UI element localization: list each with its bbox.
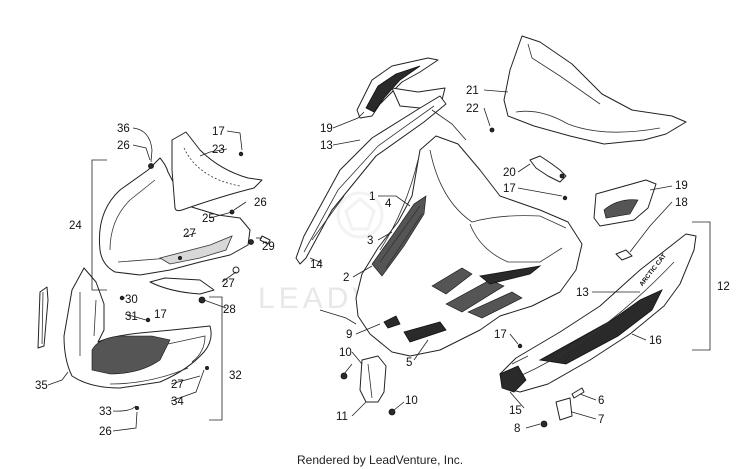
windshield-bracket (529, 155, 567, 183)
callout-26-top: 26 (117, 140, 130, 152)
callout-23: 23 (212, 144, 225, 156)
right-side-panel (499, 233, 697, 393)
callout-17-left: 17 (154, 309, 167, 321)
callout-14: 14 (310, 259, 323, 271)
washer-22 (489, 127, 495, 133)
callout-9: 9 (346, 329, 352, 341)
callout-24: 24 (69, 220, 82, 232)
belly-pan-mesh (91, 335, 171, 375)
callout-21: 21 (466, 85, 479, 97)
nut-10-upper (340, 372, 348, 380)
screw-17-lower (145, 317, 151, 323)
rivet-36 (148, 163, 154, 169)
callout-4: 4 (385, 198, 392, 210)
callout-10-upper: 10 (339, 347, 352, 359)
callout-27-top: 27 (183, 228, 196, 240)
nut-8 (540, 420, 548, 428)
side-strip-35 (37, 286, 49, 349)
callout-12: 12 (717, 281, 730, 293)
callout-8: 8 (514, 423, 520, 435)
bolt-6 (571, 387, 585, 399)
screw-29-head (248, 239, 254, 245)
callout-27-bottom: 27 (171, 379, 184, 391)
callout-17-panel: 17 (494, 329, 507, 341)
callout-2: 2 (343, 272, 349, 284)
screw-17-panel (517, 343, 523, 349)
callout-5: 5 (406, 357, 412, 369)
callout-31: 31 (125, 311, 138, 323)
callout-27-mid: 27 (222, 278, 235, 290)
callout-17-right: 17 (503, 183, 516, 195)
callout-25: 25 (202, 213, 215, 225)
callout-1: 1 (369, 191, 375, 203)
callout-labels: 36 26 17 23 24 25 26 27 29 27 28 30 31 1… (35, 85, 730, 438)
main-hood (355, 135, 583, 357)
callout-20: 20 (503, 167, 516, 179)
left-brackets (91, 159, 223, 421)
right-brackets (692, 221, 711, 351)
callout-7: 7 (598, 414, 604, 426)
hood-vent-lower-1 (431, 267, 473, 295)
callout-35: 35 (35, 380, 48, 392)
callout-15: 15 (509, 405, 522, 417)
leader-lines (47, 89, 673, 432)
panel-bracket-15 (499, 365, 527, 393)
screw-17-upper (238, 151, 244, 157)
callout-13-right: 13 (576, 287, 589, 299)
right-group: ARCTIC CAT (489, 35, 697, 428)
callout-10-lower: 10 (405, 395, 418, 407)
callout-19-left: 19 (320, 123, 333, 135)
callout-30: 30 (125, 294, 138, 306)
footer-credit: Rendered by LeadVenture, Inc. (297, 453, 463, 467)
hood-logo (383, 315, 401, 329)
callout-18: 18 (675, 197, 688, 209)
callout-29: 29 (262, 241, 275, 253)
deflector-panel (171, 131, 263, 212)
screw-17-right (562, 195, 568, 201)
hood-bracket (359, 355, 387, 403)
left-group (37, 131, 271, 410)
callout-33: 33 (99, 406, 112, 418)
callout-6: 6 (598, 395, 604, 407)
windshield (503, 35, 687, 145)
center-group (295, 57, 583, 416)
callout-22: 22 (466, 103, 479, 115)
callout-28: 28 (223, 304, 236, 316)
callout-13-left: 13 (320, 140, 333, 152)
callout-36: 36 (117, 123, 130, 135)
callout-11: 11 (336, 411, 348, 423)
nut-10-lower (388, 408, 396, 416)
center-brackets (319, 109, 467, 325)
hood-vent-lower-3 (467, 291, 523, 319)
callout-16: 16 (649, 335, 662, 347)
callout-26-mid: 26 (254, 197, 267, 209)
callout-26-bottom: 26 (99, 426, 112, 438)
callout-32: 32 (229, 370, 242, 382)
hood-vent-lower-2 (445, 279, 505, 313)
clip-18 (615, 249, 633, 261)
washer-28 (232, 266, 240, 274)
callout-3: 3 (367, 235, 373, 247)
callout-19-right: 19 (675, 180, 688, 192)
bracket-7 (555, 397, 573, 421)
callout-17-top: 17 (212, 126, 225, 138)
hood-side-strip (295, 95, 447, 265)
callout-34: 34 (171, 396, 184, 408)
